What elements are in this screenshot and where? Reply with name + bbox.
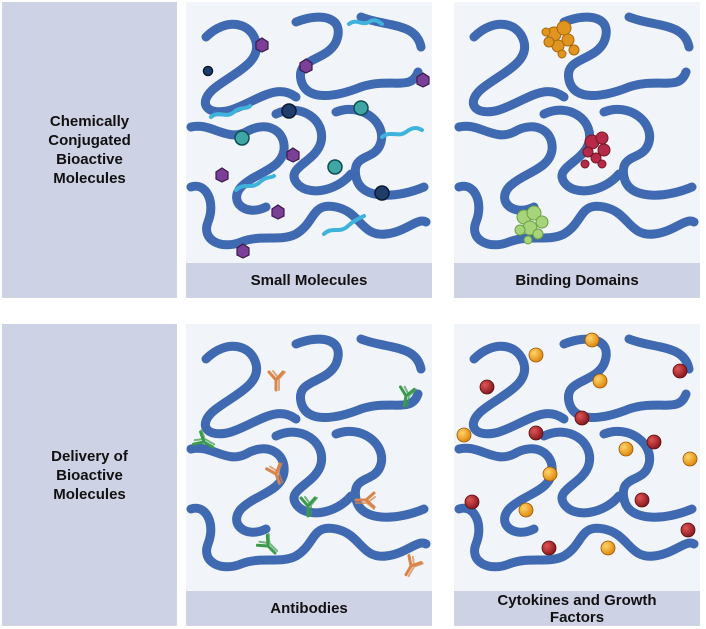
cytokines-red [464, 363, 696, 556]
hydrogel-network-cytokines [454, 332, 699, 572]
teal-spheres [234, 100, 369, 175]
polymer-chains [454, 12, 699, 250]
cytokines-orange [456, 332, 698, 556]
caption-antibodies: Antibodies [186, 591, 432, 626]
binding-domain-orange [541, 20, 580, 59]
hydrogel-network-small-molecules [186, 12, 431, 259]
panel-antibodies: Antibodies [186, 324, 432, 626]
hydrogel-network-antibodies [186, 334, 431, 581]
hydrogel-network-binding-domains [454, 12, 699, 250]
purple-hexagons [215, 37, 430, 259]
row-label-text: Chemically Conjugated Bioactive Molecule… [48, 113, 131, 187]
cyan-strands [209, 18, 424, 236]
binding-domain-green [514, 205, 549, 245]
navy-spheres [202, 65, 390, 201]
panel-cytokines: Cytokines and Growth Factors [454, 324, 700, 626]
row-label-text: Delivery of Bioactive Molecules [51, 447, 128, 503]
caption-cytokines: Cytokines and Growth Factors [454, 591, 700, 626]
polymer-chains [454, 334, 699, 572]
panel-small-molecules: Small Molecules [186, 2, 432, 298]
panel-binding-domains: Binding Domains [454, 2, 700, 298]
caption-binding-domains: Binding Domains [454, 263, 700, 298]
binding-domain-red [580, 131, 611, 169]
row-label-delivery: Delivery of Bioactive Molecules [2, 324, 177, 626]
caption-small-molecules: Small Molecules [186, 263, 432, 298]
polymer-chains [186, 334, 431, 572]
row-label-chemically-conjugated: Chemically Conjugated Bioactive Molecule… [2, 2, 177, 298]
polymer-chains [186, 12, 431, 250]
